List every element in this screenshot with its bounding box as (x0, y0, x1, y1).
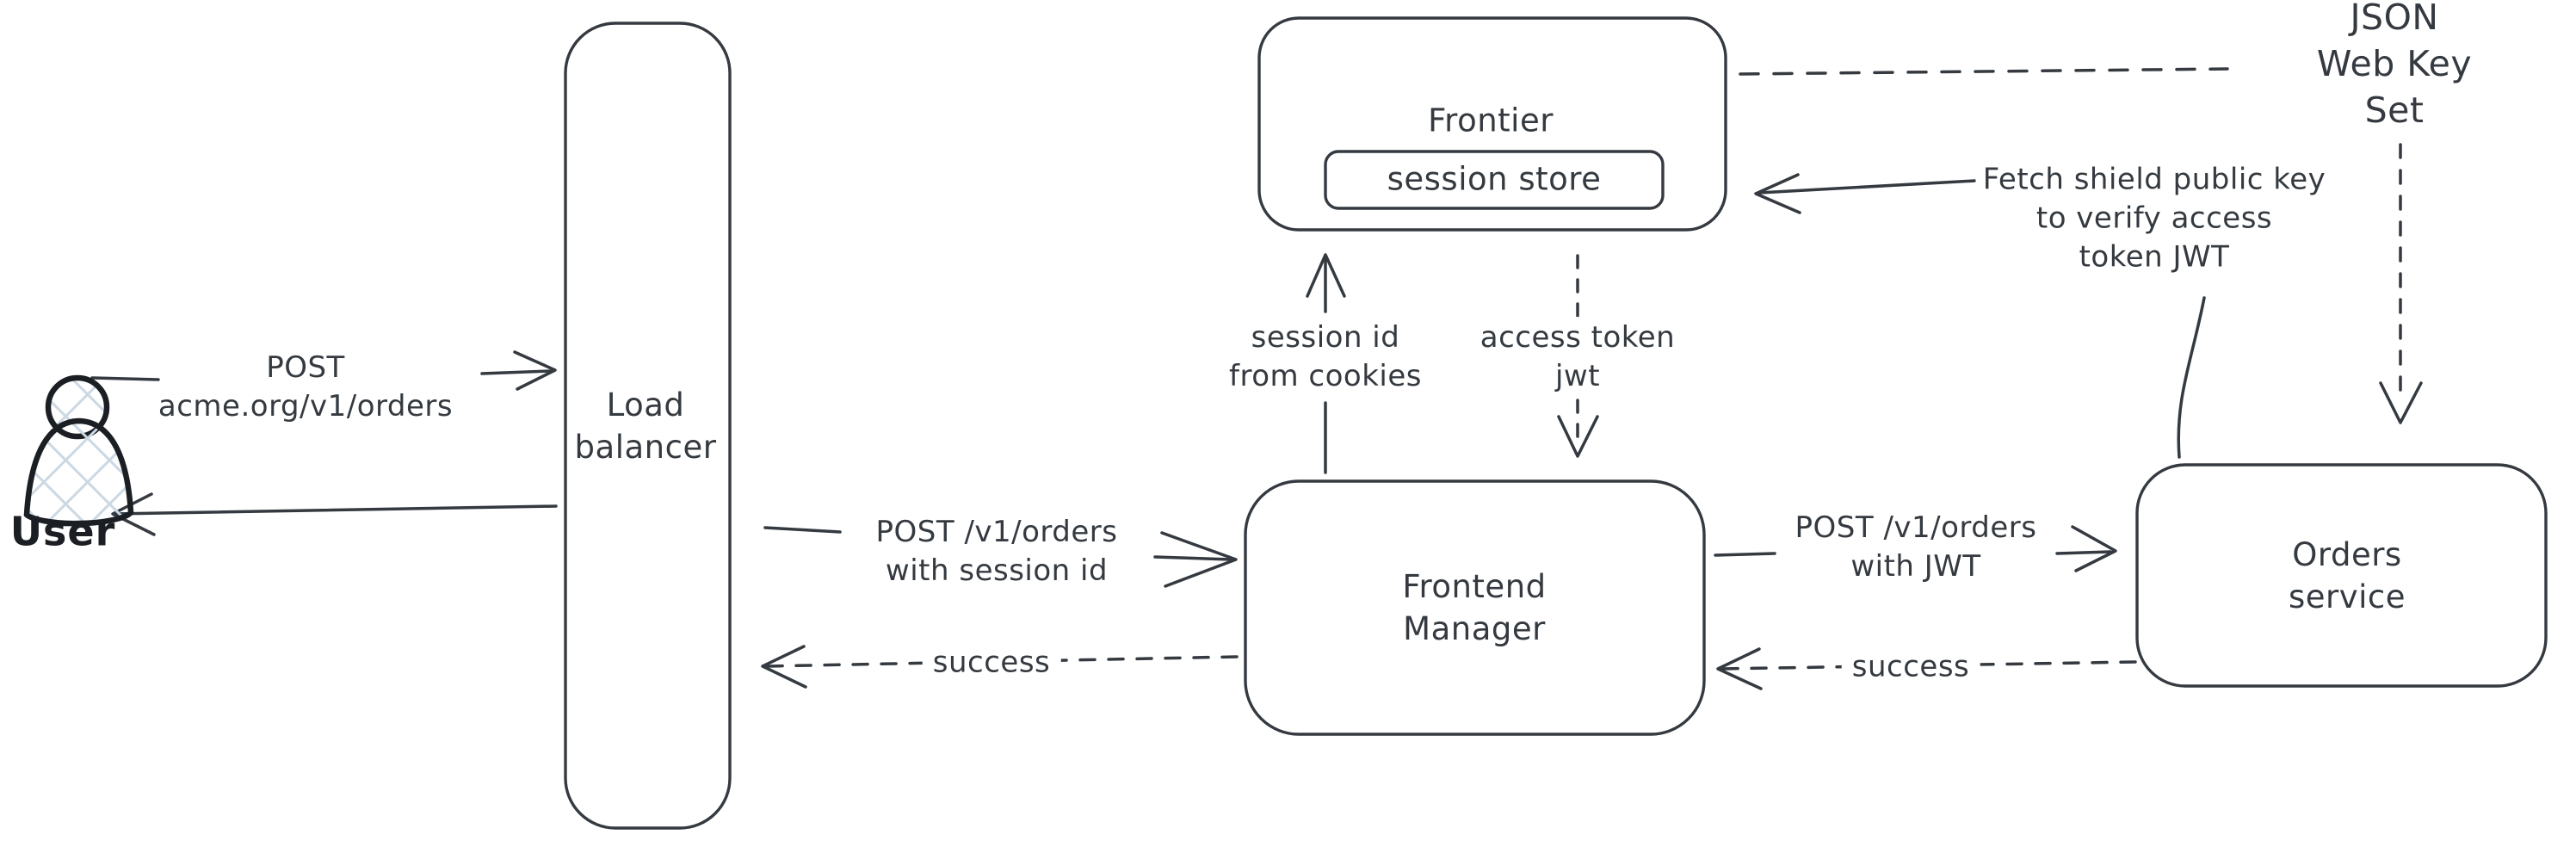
session-store-box[interactable] (1324, 150, 1665, 210)
line-fetch-key-to-orders-service (2177, 296, 2206, 459)
orders-service-label: Orders service (2288, 536, 2406, 615)
arrowhead-success-right (1716, 647, 1763, 690)
arrowhead-success-left (761, 645, 807, 689)
user-label: User (9, 508, 116, 555)
fetch-shield-public-key-label: Fetch shield public key to verify access… (1975, 158, 2333, 279)
arrow-frontend-manager-to-frontier (1306, 253, 1346, 474)
post-with-session-id-label: POST /v1/orders with session id (875, 515, 1118, 588)
user-body (23, 417, 134, 527)
line-frontier-to-jwks (1739, 67, 2229, 76)
post-orders-label: POST acme.org/v1/orders (158, 350, 454, 424)
frontend-manager-box[interactable] (1244, 479, 1706, 736)
arrowhead-jwks-down (2379, 381, 2423, 424)
arrow-load-balancer-to-user (111, 492, 558, 536)
orders-service-box[interactable] (2135, 463, 2548, 688)
arrowhead-access-token (1557, 415, 1599, 458)
frontier-label: Frontier (1428, 102, 1554, 139)
success-to-frontend-manager-label: success (1841, 646, 1980, 689)
arrow-user-to-load-balancer (90, 350, 557, 391)
load-balancer-box[interactable] (564, 22, 732, 830)
frontend-manager-label: Frontend Manager (1402, 568, 1547, 647)
access-token-jwt-label: access token jwt (1469, 317, 1686, 398)
json-web-key-set-label: JSON Web Key Set (2303, 0, 2486, 136)
load-balancer-label: Load balancer (574, 386, 717, 466)
arrow-frontend-manager-to-orders-service (1714, 525, 2117, 572)
post-with-jwt-label: POST /v1/orders with JWT (1795, 510, 2037, 584)
session-id-from-cookies-label: session id from cookies (1219, 317, 1432, 398)
arrow-load-balancer-to-frontend-manager (763, 526, 1238, 588)
success-to-load-balancer-label: success (922, 641, 1061, 684)
session-store-label: session store (1387, 160, 1602, 198)
user-figure[interactable] (23, 374, 134, 527)
arrow-fetch-key-to-frontier (1754, 173, 1976, 214)
